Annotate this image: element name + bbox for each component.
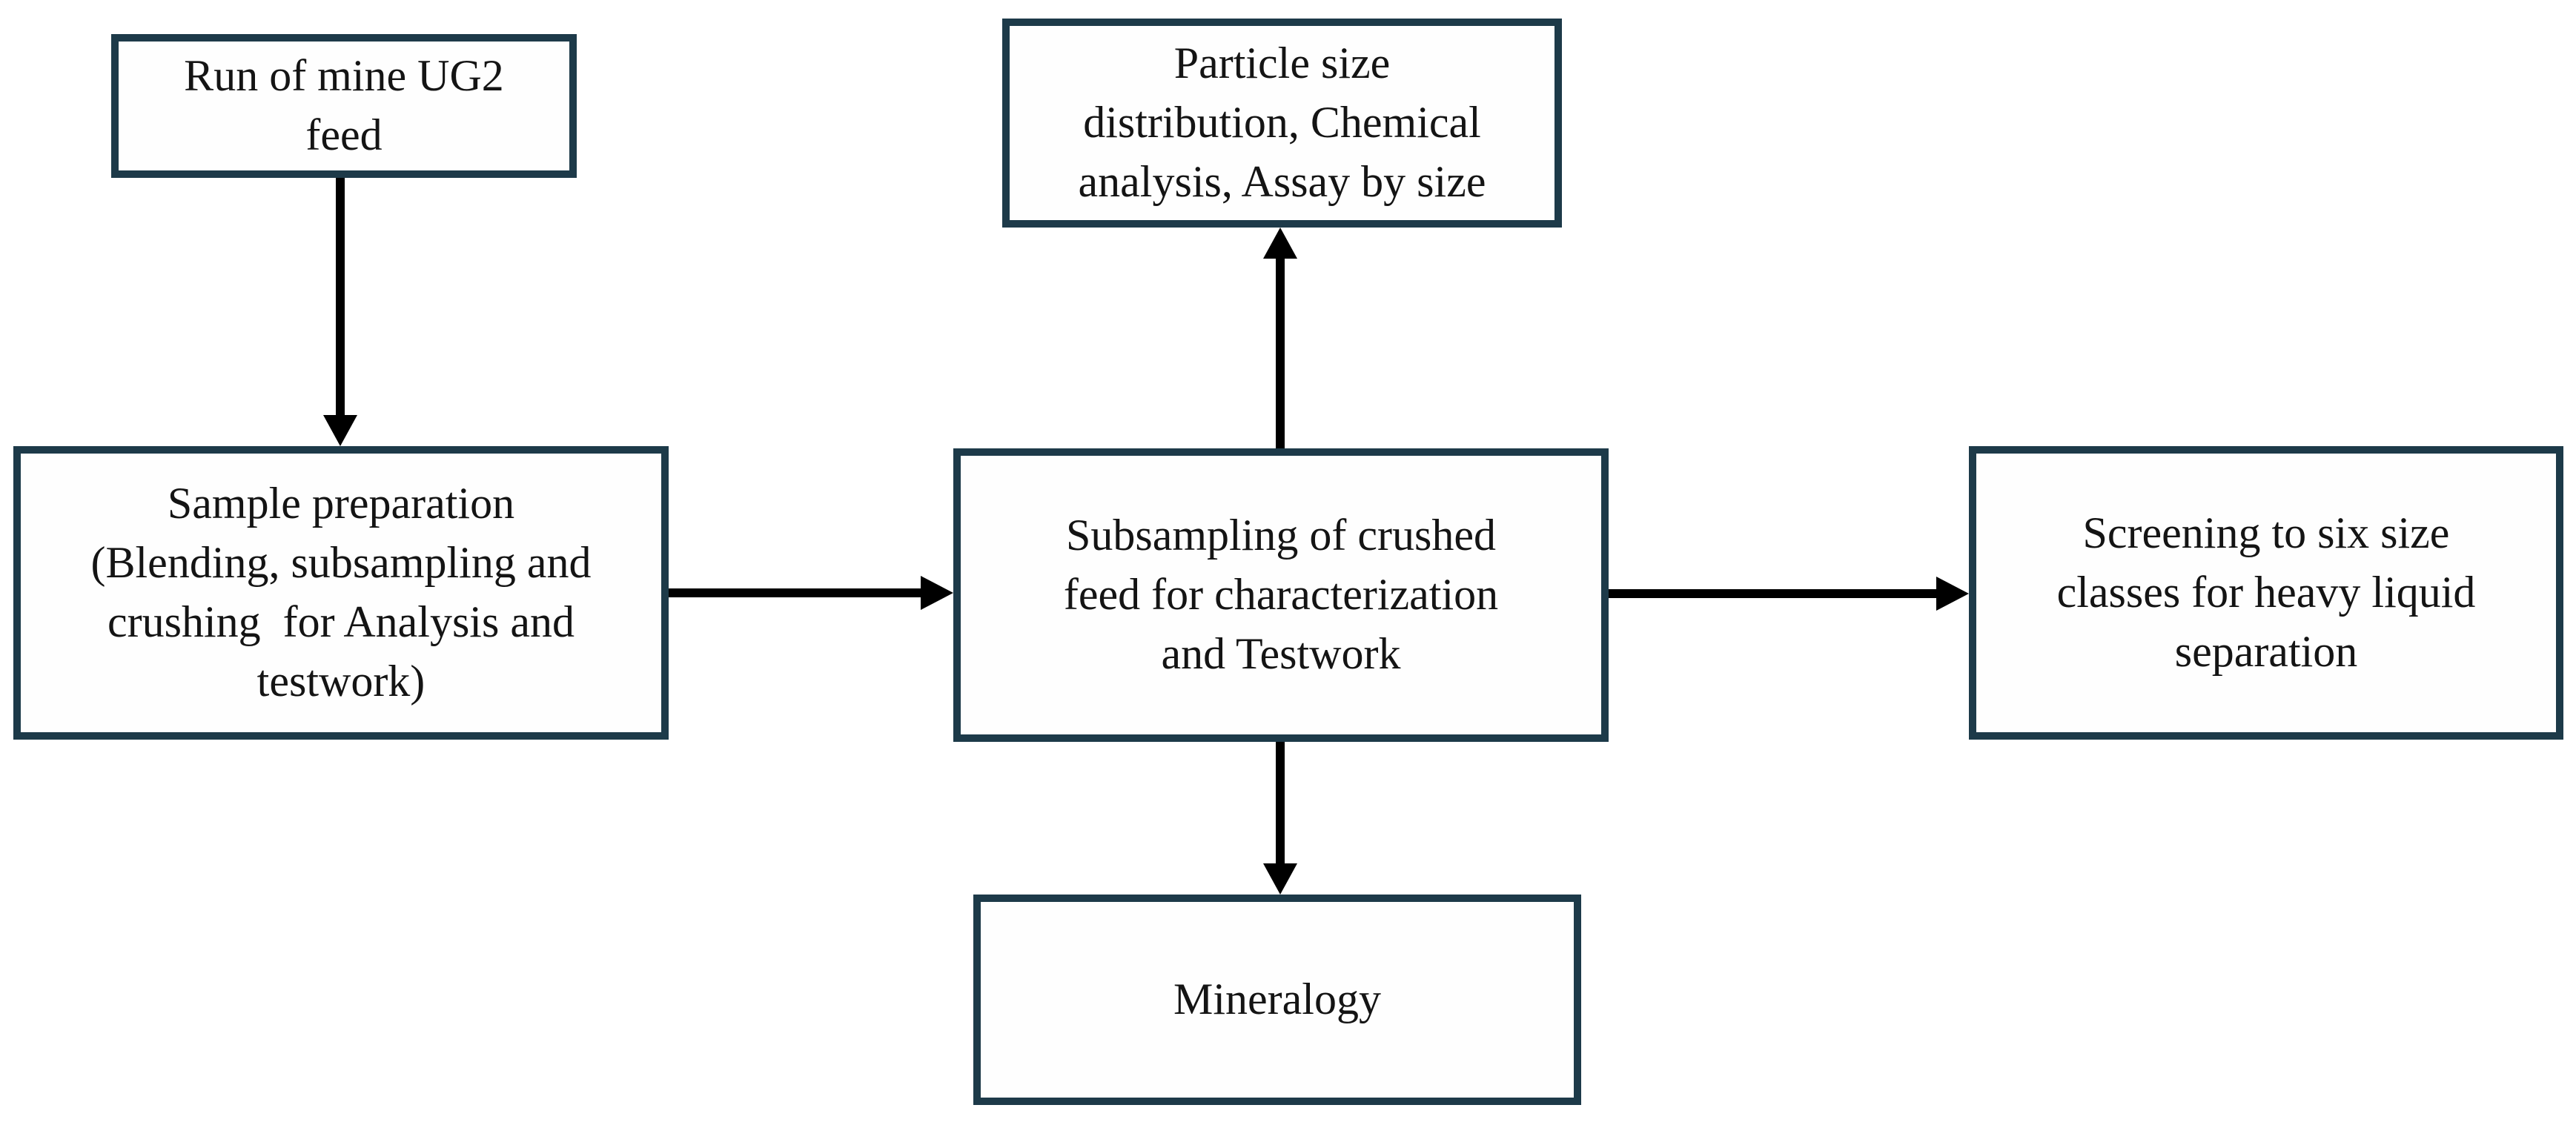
arrow-subsampling-to-screening-shaft	[1609, 589, 1936, 598]
node-mineralogy: Mineralogy	[973, 895, 1581, 1105]
node-screening: Screening to six size classes for heavy …	[1969, 446, 2563, 740]
arrow-subsampling-to-screening-head-icon	[1936, 577, 1969, 611]
arrow-sampleprep-to-subsampling-shaft	[669, 588, 921, 597]
arrow-subsampling-to-mineralogy-head-icon	[1263, 863, 1297, 895]
node-run-of-mine-feed: Run of mine UG2 feed	[111, 34, 577, 178]
arrow-sampleprep-to-subsampling-head-icon	[921, 576, 953, 610]
node-particle-size-distribution-label: Particle size distribution, Chemical ana…	[1078, 39, 1486, 206]
arrow-subsampling-to-mineralogy-shaft	[1276, 742, 1285, 863]
arrow-runofmine-to-sampleprep-head-icon	[323, 415, 357, 446]
node-subsampling: Subsampling of crushed feed for characte…	[953, 448, 1609, 742]
arrow-runofmine-to-sampleprep-shaft	[336, 178, 345, 417]
node-run-of-mine-feed-label: Run of mine UG2 feed	[184, 51, 504, 159]
node-subsampling-label: Subsampling of crushed feed for characte…	[1063, 511, 1499, 678]
arrow-subsampling-to-particlesize-shaft	[1276, 259, 1285, 448]
node-particle-size-distribution: Particle size distribution, Chemical ana…	[1002, 19, 1562, 228]
node-sample-preparation: Sample preparation (Blending, subsamplin…	[13, 446, 669, 740]
node-mineralogy-label: Mineralogy	[1173, 975, 1381, 1024]
arrow-subsampling-to-particlesize-head-icon	[1263, 228, 1297, 259]
node-sample-preparation-label: Sample preparation (Blending, subsamplin…	[90, 479, 592, 706]
node-screening-label: Screening to six size classes for heavy …	[2056, 508, 2476, 676]
